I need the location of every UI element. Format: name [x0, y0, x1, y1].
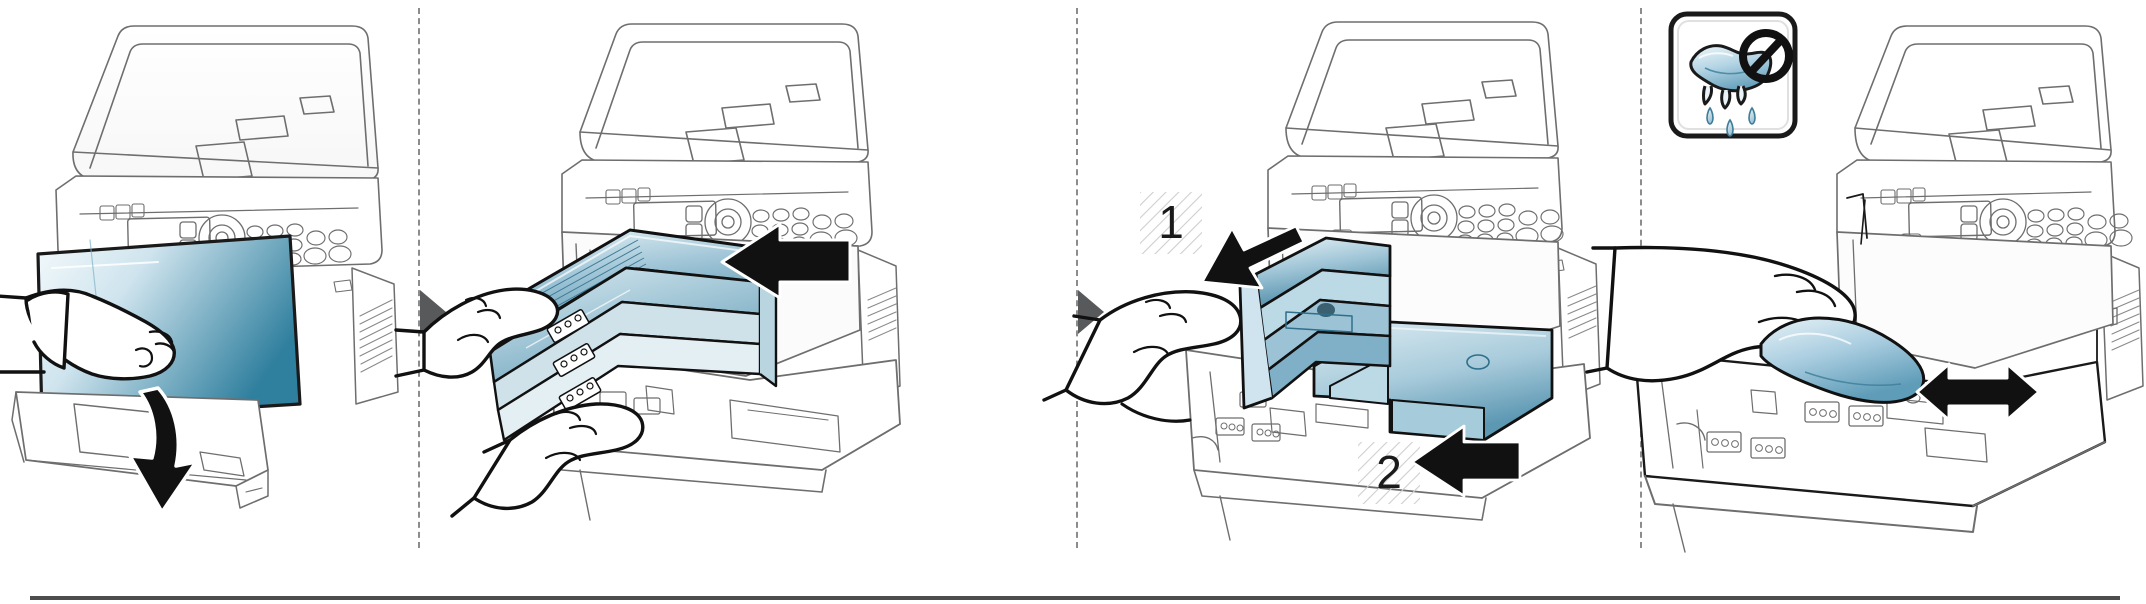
printer-illustration-1 — [11, 25, 399, 509]
prohibition-icon — [1739, 29, 1793, 83]
step-1-arrow — [1200, 224, 1306, 290]
step-marker-1 — [1140, 192, 1202, 254]
cartridge-pull-arrow — [720, 222, 852, 300]
toner-cartridge-stack — [480, 228, 778, 442]
step-marker-2 — [1358, 442, 1420, 504]
hand-illustration-2-upper — [394, 287, 560, 379]
step-marker-2-label: 2 — [1376, 446, 1402, 498]
panel-remove-waste-toner-container: 1 2 — [1042, 0, 1635, 560]
wet-cloth-icon — [1689, 44, 1773, 110]
panel-pull-out-toner-cartridges — [394, 0, 1070, 560]
bottom-rule-divider — [30, 596, 2120, 600]
panel-open-front-door — [0, 0, 410, 560]
hand-illustration-2-lower — [450, 402, 645, 518]
hand-illustration-3 — [1042, 290, 1243, 423]
panel-wipe-inside-with-dry-cloth — [1585, 0, 2146, 560]
wipe-back-and-forth-arrow — [1915, 362, 2041, 422]
separator-1 — [418, 8, 420, 548]
door-swing-arrow — [128, 386, 198, 514]
step-marker-1-label: 1 — [1158, 196, 1184, 248]
step-2-arrow — [1410, 424, 1522, 498]
hand-illustration-1 — [0, 288, 176, 381]
water-drop-icons — [1706, 106, 1756, 137]
toner-cartridge-stack-3 — [1238, 236, 1392, 410]
separator-2 — [1076, 8, 1078, 548]
cloth-in-hand — [1759, 316, 1926, 404]
no-wet-cloth-warning — [1668, 11, 1798, 139]
